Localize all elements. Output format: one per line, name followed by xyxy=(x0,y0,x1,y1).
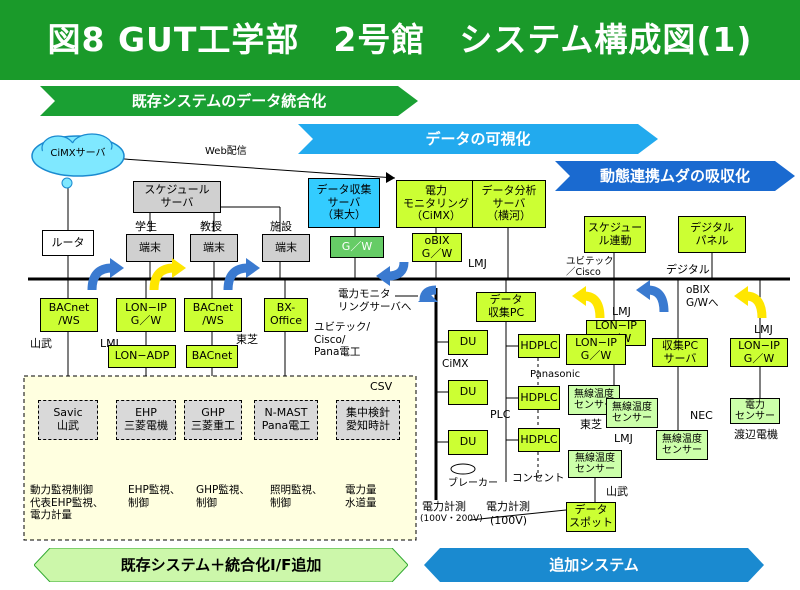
ubitek-cisco-label: ユビテック ／Cisco xyxy=(566,256,614,279)
terminal-student: 端末 xyxy=(126,234,174,262)
lmj-top-label: LMJ xyxy=(468,257,487,270)
du-1: DU xyxy=(448,330,488,355)
band-bottom-right: 追加システム xyxy=(424,548,764,582)
hdplc-1: HDPLC xyxy=(518,334,560,358)
du-3: DU xyxy=(448,430,488,455)
bacnet-ws-2: BACnet /WS xyxy=(184,298,242,332)
lmj-mid-label: LMJ xyxy=(612,305,631,318)
cimx-server-cloud: CiMXサーバ xyxy=(30,132,126,180)
bacnet-ws-1: BACnet /WS xyxy=(40,298,98,332)
lon-ip-gw-2: LON−IP G／W xyxy=(566,334,626,365)
lon-ip-gw-3: LON−IP G／W xyxy=(730,338,788,367)
band-dynamic: 動態連携ムダの吸収化 xyxy=(555,161,795,191)
panasonic-label: Panasonic xyxy=(530,369,581,380)
analysis-server-box: データ分析 サーバ （横河） xyxy=(472,180,546,228)
band-visualization: データの可視化 xyxy=(298,124,658,154)
schedule-server-box: スケジュール サーバ xyxy=(133,181,221,213)
collect-pc-server-box: 収集PC サーバ xyxy=(652,338,708,367)
band-existing-integration: 既存システムのデータ統合化 xyxy=(40,86,418,116)
data-collect-pc-box: データ 収集PC xyxy=(476,292,536,322)
power-measure-label-2: 電力計測 xyxy=(486,500,530,513)
title-bar xyxy=(0,0,800,80)
web-delivery-label: Web配信 xyxy=(205,146,247,157)
breaker-label: ブレーカー xyxy=(448,478,498,489)
wireless-temp-sensor-3: 無線温度 センサー xyxy=(656,430,708,460)
plc-label: PLC xyxy=(490,408,511,421)
desc-1: 動力監視制御 代表EHP監視、 電力計量 xyxy=(30,484,104,522)
savic-device: Savic 山武 xyxy=(38,400,98,440)
digital-panel-box: デジタル パネル xyxy=(678,216,746,253)
band-dynamic-label: 動態連携ムダの吸収化 xyxy=(599,167,750,185)
schedule-link-box: スケジュー ル連動 xyxy=(584,216,646,253)
hdplc-3: HDPLC xyxy=(518,428,560,452)
data-collect-server-box: データ収集 サーバ （東大） xyxy=(308,178,380,228)
band-existing-integration-label: 既存システムのデータ統合化 xyxy=(131,92,327,110)
hdplc-2: HDPLC xyxy=(518,386,560,410)
band-bottom-right-label: 追加システム xyxy=(549,556,639,574)
breaker-icon xyxy=(450,463,476,475)
yamatake-label: 山武 xyxy=(30,337,52,350)
csv-label: CSV xyxy=(370,380,393,393)
power-measure-label-1: 電力計測 xyxy=(422,500,466,513)
du-2: DU xyxy=(448,380,488,405)
bx-office-box: BX- Office xyxy=(264,298,308,332)
terminal-facility: 端末 xyxy=(262,234,310,262)
wireless-temp-sensor-4: 無線温度 センサー xyxy=(568,450,622,478)
toshiba-label-1: 東芝 xyxy=(236,333,258,346)
lon-adp-box: LON−ADP xyxy=(108,345,176,368)
lon-ip-gw-1: LON−IP G／W xyxy=(116,298,176,332)
digital-label: デジタル xyxy=(666,263,710,276)
obix-gw-to-label: oBIX G/Wへ xyxy=(686,284,719,309)
desc-3: GHP監視、 制御 xyxy=(196,484,250,509)
gw-box: G／W xyxy=(330,236,384,258)
ubitek-pana-label: ユビテック/ Cisco/ Pana電工 xyxy=(314,321,371,359)
cloud-tail xyxy=(61,177,73,189)
watanabe-label: 渡辺電機 xyxy=(734,428,778,441)
professor-label: 教授 xyxy=(200,220,222,233)
student-label: 学生 xyxy=(135,220,157,233)
page-title: 図8 GUT工学部 2号館 システム構成図(1) xyxy=(47,20,753,59)
power-monitoring-box: 電力 モニタリング （CiMX） xyxy=(396,180,476,228)
lmj-sensor-label: LMJ xyxy=(614,432,633,445)
toshiba-label-2: 東芝 xyxy=(580,418,602,431)
power-sensor-box: 電力 センサー xyxy=(730,398,780,424)
band-visualization-label: データの可視化 xyxy=(425,130,531,148)
nmast-device: N-MAST Pana電工 xyxy=(254,400,318,440)
desc-2: EHP監視、 制御 xyxy=(128,484,181,509)
power-ring-server-label: 電力モニタ リングサーバへ xyxy=(338,288,412,313)
power-measure-sub-2: (100V) xyxy=(490,514,528,527)
yamatake-label-2: 山武 xyxy=(606,485,628,498)
desc-5: 電力量 水道量 xyxy=(345,484,377,509)
band-bottom-left-label: 既存システム＋統合化I/F追加 xyxy=(120,556,322,574)
desc-4: 照明監視、 制御 xyxy=(270,484,323,509)
obix-gw-box: oBIX G／W xyxy=(412,233,462,262)
data-spot-box: データ スポット xyxy=(566,502,616,532)
band-bottom-left: 既存システム＋統合化I/F追加 xyxy=(34,548,408,582)
cloud-label: CiMXサーバ xyxy=(50,148,106,159)
lmj-right-label: LMJ xyxy=(754,323,773,336)
outlet-label: コンセント xyxy=(512,472,565,484)
ghp-device: GHP 三菱重工 xyxy=(184,400,242,440)
terminal-professor: 端末 xyxy=(190,234,238,262)
nec-label: NEC xyxy=(690,409,713,422)
power-measure-sub-1: (100V・200V) xyxy=(420,514,483,524)
ehp-device: EHP 三菱電機 xyxy=(116,400,176,440)
facility-label: 施設 xyxy=(270,220,292,233)
wireless-temp-sensor-2: 無線温度 センサー xyxy=(606,398,658,428)
meter-reading-device: 集中検針 愛知時計 xyxy=(336,400,400,440)
cimx-label: CiMX xyxy=(442,358,469,370)
router-box: ルータ xyxy=(42,230,94,256)
bacnet-box: BACnet xyxy=(186,345,238,368)
